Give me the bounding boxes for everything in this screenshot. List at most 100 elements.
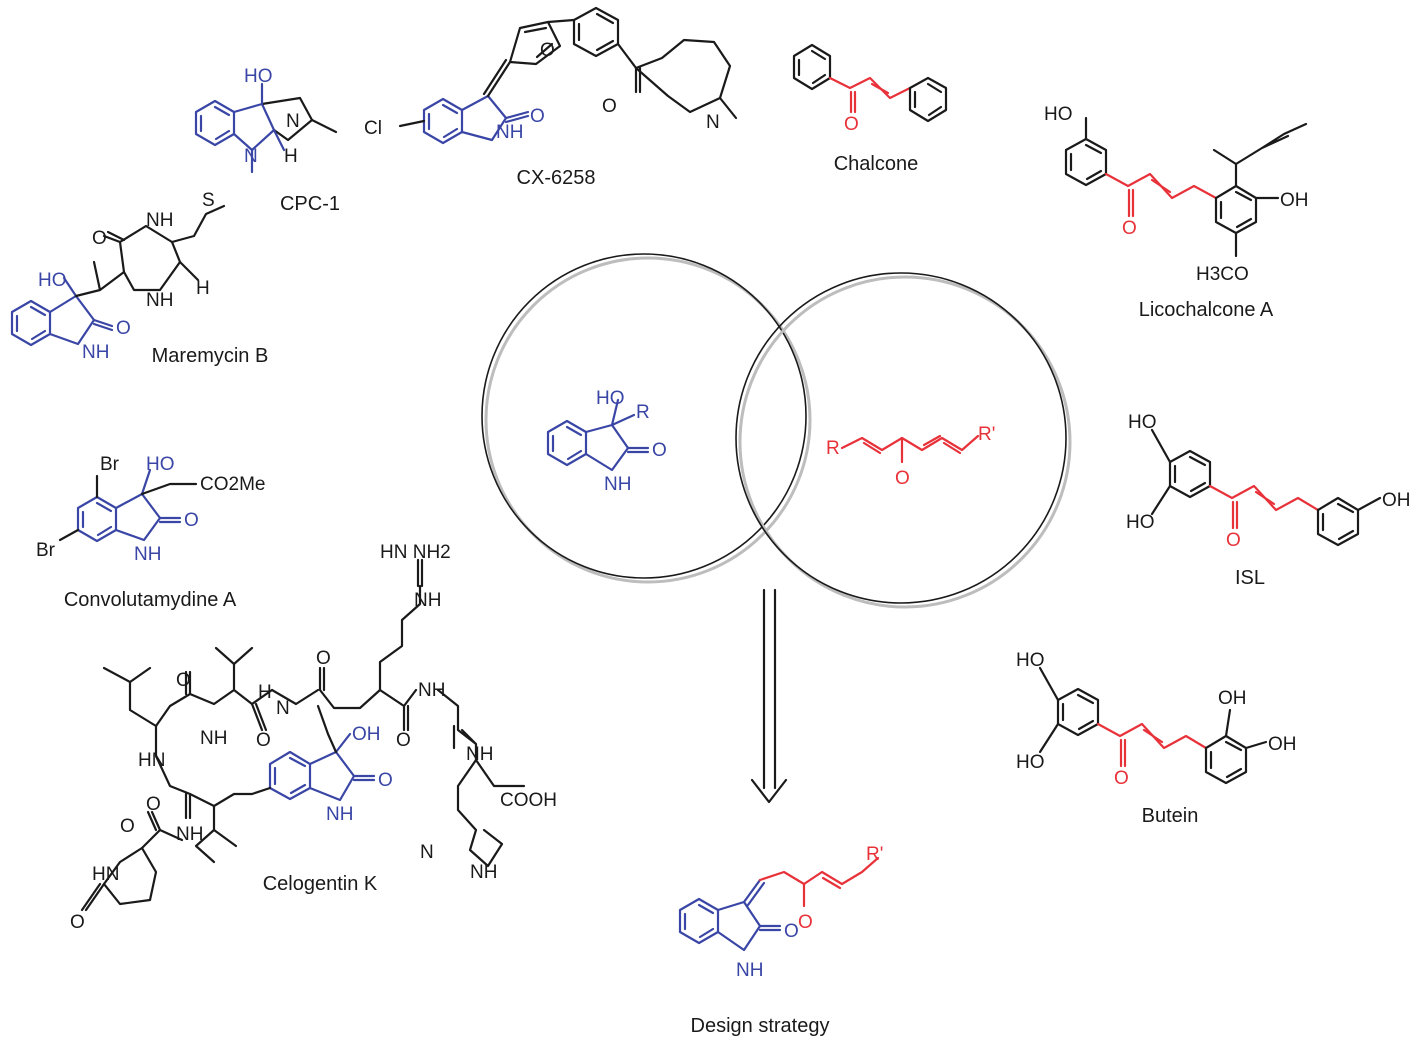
designed-compound: O NH O R' xyxy=(678,844,883,981)
hn-label: HN xyxy=(92,864,119,885)
o-label: O xyxy=(146,794,161,815)
o-label: O xyxy=(92,228,107,249)
o-label: O xyxy=(1114,768,1129,789)
nh-label: NH xyxy=(146,210,173,231)
cl-label: Cl xyxy=(364,118,382,139)
cx6258-structure: Cl O NH O O N xyxy=(364,6,738,145)
h-label: H xyxy=(284,146,298,167)
hn-label: HN NH2 xyxy=(380,542,451,563)
hn-label: HN xyxy=(138,750,165,771)
cpc1-structure: HO N H N xyxy=(194,66,338,174)
hydroxy-oxindole-fragment: HO R O NH xyxy=(546,388,667,495)
o-label: O xyxy=(784,921,799,942)
nh-label: NH xyxy=(82,342,109,363)
convolutamydine-structure: Br Br HO CO2Me O NH xyxy=(36,454,265,565)
h-label: H xyxy=(258,682,272,703)
ho-label: HO xyxy=(1128,412,1157,433)
oh-label: HO xyxy=(244,66,273,87)
oh-label: HO xyxy=(596,388,625,409)
o-label: O xyxy=(116,318,131,339)
r-prime-label: R' xyxy=(978,424,995,445)
nh-label: NH xyxy=(736,960,763,981)
o-label: O xyxy=(602,96,617,117)
oh-label: OH xyxy=(1218,688,1247,709)
o-label: O xyxy=(378,770,393,791)
isl-structure: HO HO O OH xyxy=(1126,412,1411,551)
o-label: O xyxy=(1122,218,1137,239)
nh-label: NH xyxy=(466,744,493,765)
design-strategy-caption: Design strategy xyxy=(691,1015,830,1037)
venn-diagram xyxy=(481,253,1072,609)
n-label: N xyxy=(286,111,300,132)
maremycin-label: Maremycin B xyxy=(152,345,269,367)
o-label: O xyxy=(540,40,555,61)
convolutamydine-label: Convolutamydine A xyxy=(64,589,237,611)
oh-label: OH xyxy=(1382,490,1411,511)
oh-label: OH xyxy=(1268,734,1297,755)
o-label: O xyxy=(1226,530,1241,551)
nh-label: NH xyxy=(470,862,497,883)
nh-label: NH xyxy=(418,680,445,701)
oh-label: OH xyxy=(352,724,381,745)
chalcone-structure: O xyxy=(792,43,948,135)
o-label: O xyxy=(530,106,545,127)
o-label: O xyxy=(256,730,271,751)
cooh-label: COOH xyxy=(500,790,557,811)
ho-label: HO xyxy=(38,270,67,291)
ho-label: HO xyxy=(1016,752,1045,773)
o-label: O xyxy=(70,912,85,933)
o-label: O xyxy=(396,730,411,751)
o-label: O xyxy=(844,114,859,135)
celogentin-label: Celogentin K xyxy=(263,873,378,895)
r-label: R xyxy=(636,402,650,423)
o-label: O xyxy=(176,670,191,691)
design-arrow xyxy=(750,588,788,804)
och3-label: H3CO xyxy=(1196,264,1249,285)
n-label: N xyxy=(420,842,434,863)
o-label: O xyxy=(895,468,910,489)
celogentin-structure: HN NH2 NH O NH O NH COOH N NH O O H N NH… xyxy=(70,542,557,933)
venn-circle-left-shadow xyxy=(484,256,812,584)
n-label: N xyxy=(706,112,720,133)
nh-label: NH xyxy=(134,544,161,565)
maremycin-structure: HO O NH O NH NH H S xyxy=(10,190,226,363)
nh-label: NH xyxy=(604,474,631,495)
cpc1-label: CPC-1 xyxy=(280,193,340,215)
br-label: Br xyxy=(36,540,56,561)
nh-label: NH xyxy=(146,290,173,311)
ho-label: HO xyxy=(1044,104,1073,125)
ho-label: HO xyxy=(1126,512,1155,533)
r-prime-label: R' xyxy=(866,844,883,865)
venn-circle-left xyxy=(481,253,807,579)
ho-label: HO xyxy=(146,454,175,475)
o-label: O xyxy=(652,440,667,461)
venn-circle-right-shadow xyxy=(738,275,1072,609)
butein-label: Butein xyxy=(1142,805,1199,827)
nh-label: NH xyxy=(200,728,227,749)
o-label: O xyxy=(120,816,135,837)
ho-label: HO xyxy=(1016,650,1045,671)
dienone-fragment: R O R' xyxy=(826,424,995,489)
s-label: S xyxy=(202,190,215,211)
o-label: O xyxy=(316,648,331,669)
oh-label: OH xyxy=(1280,190,1309,211)
co2me-label: CO2Me xyxy=(200,474,265,495)
licochalcone-structure: HO O OH H3CO xyxy=(1044,104,1309,285)
nh-label: NH xyxy=(414,590,441,611)
o-label: O xyxy=(798,912,813,933)
nh-label: NH xyxy=(176,824,203,845)
isl-label: ISL xyxy=(1235,567,1265,589)
venn-circle-right xyxy=(735,272,1067,604)
licochalcone-label: Licochalcone A xyxy=(1139,299,1274,321)
h-label: H xyxy=(196,278,210,299)
br-label: Br xyxy=(100,454,120,475)
n-label: N xyxy=(244,146,258,167)
chalcone-label: Chalcone xyxy=(834,153,919,175)
nh-label: NH xyxy=(496,122,523,143)
butein-structure: HO HO O OH OH xyxy=(1016,650,1297,789)
o-label: O xyxy=(184,510,199,531)
nh-label: NH xyxy=(326,804,353,825)
n-label: N xyxy=(276,698,290,719)
cx6258-label: CX-6258 xyxy=(517,167,596,189)
